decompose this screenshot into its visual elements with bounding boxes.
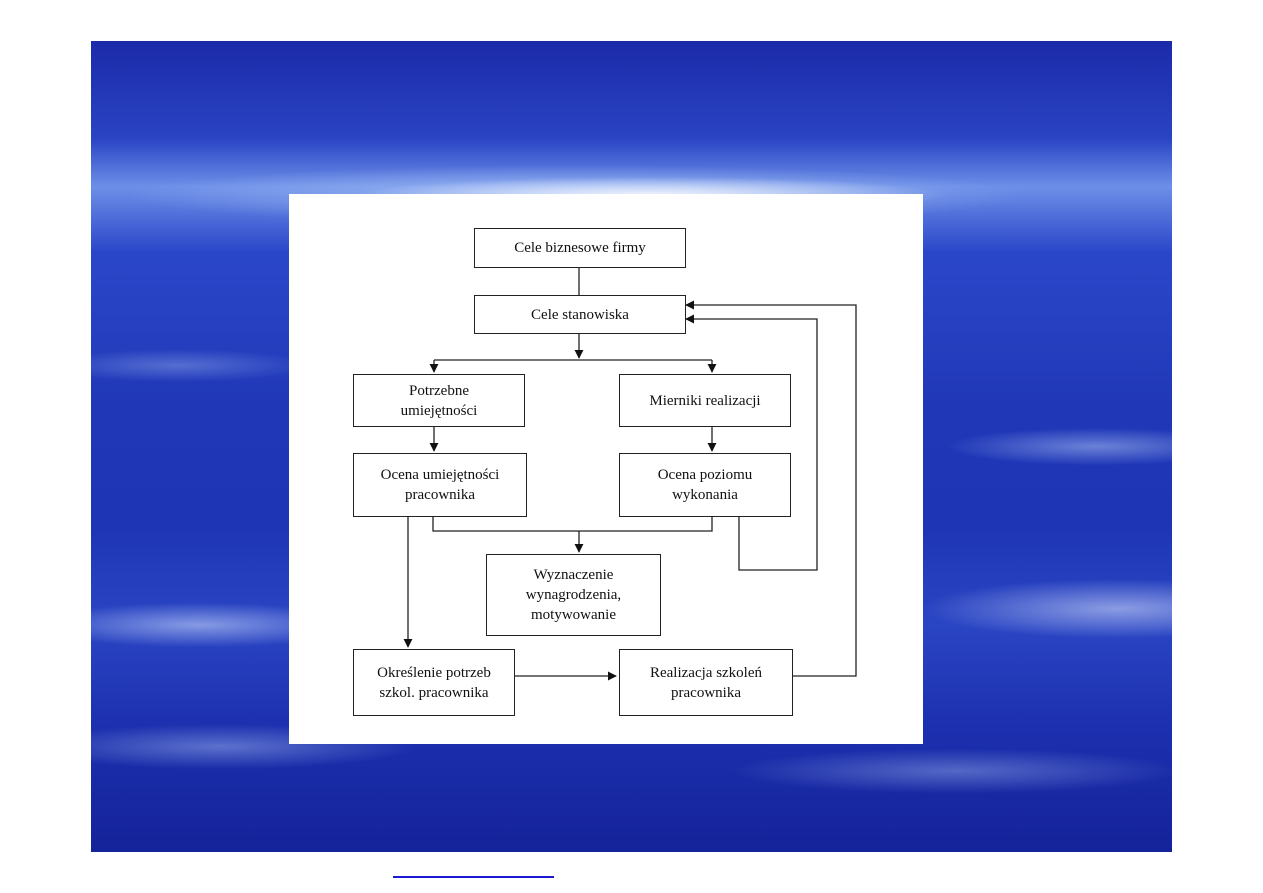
- node-realizacja-szkolen: Realizacja szkoleń pracownika: [619, 649, 793, 716]
- flowchart: Cele biznesowe firmy Cele stanowiska Pot…: [289, 194, 923, 744]
- edge-feedback-ocena: [685, 314, 818, 571]
- node-mierniki-realizacji: Mierniki realizacji: [619, 374, 791, 427]
- node-potrzebne-umiejetnosci: Potrzebne umiejętności: [353, 374, 525, 427]
- node-cele-biznesowe: Cele biznesowe firmy: [474, 228, 686, 268]
- flowchart-connectors: [403, 268, 857, 681]
- node-wyznaczenie-wynagrodzenia: Wyznaczenie wynagrodzenia, motywowanie: [486, 554, 661, 636]
- edge-feedback-realizacja: [685, 300, 857, 677]
- node-ocena-poziomu: Ocena poziomu wykonania: [619, 453, 791, 517]
- node-ocena-umiejetnosci: Ocena umiejętności pracownika: [353, 453, 527, 517]
- edge-ocena-merge: [432, 517, 713, 532]
- hyperlink-underline[interactable]: [393, 876, 554, 878]
- node-okreslenie-potrzeb: Określenie potrzeb szkol. pracownika: [353, 649, 515, 716]
- node-cele-stanowiska: Cele stanowiska: [474, 295, 686, 334]
